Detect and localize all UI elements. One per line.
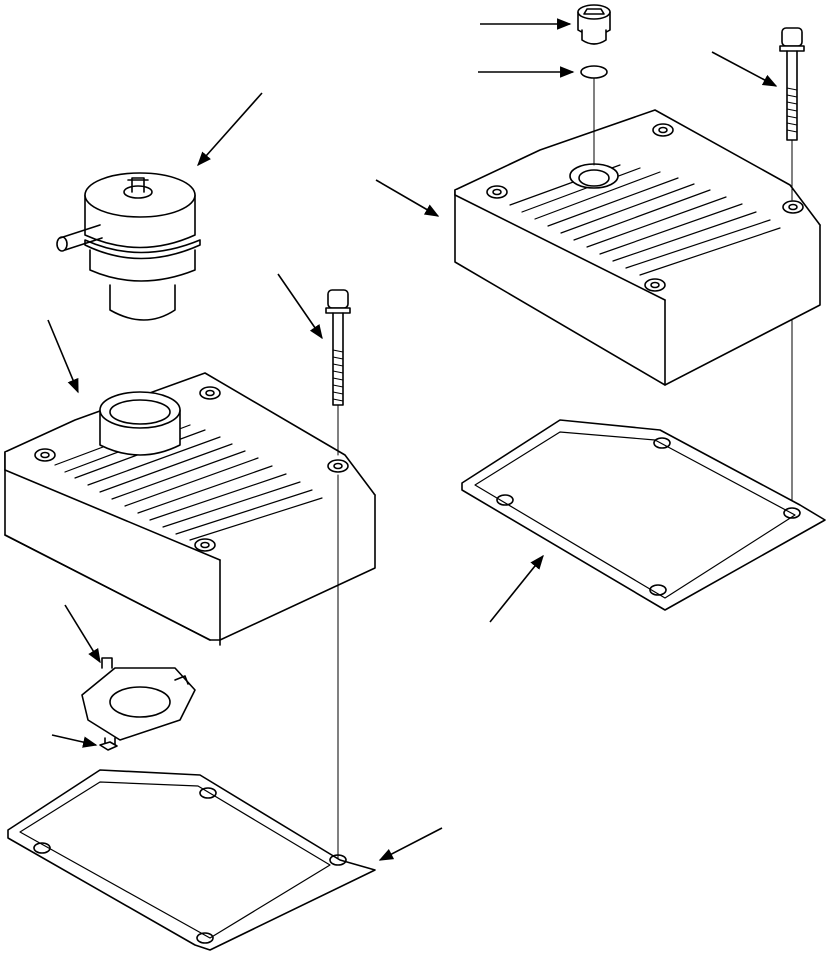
bracket-screw bbox=[99, 741, 118, 751]
callout-arrow-right-gasket bbox=[489, 554, 544, 623]
callout-arrow-right-cover bbox=[375, 179, 440, 217]
callout-arrow-left-bolt bbox=[277, 273, 323, 340]
right-rocker-cover bbox=[454, 109, 821, 386]
callout-arrow-breather bbox=[197, 92, 263, 167]
o-ring bbox=[580, 65, 608, 79]
left-rocker-cover bbox=[4, 372, 376, 646]
callout-arrow-bracket bbox=[64, 604, 101, 664]
left-gasket bbox=[7, 769, 376, 951]
callout-arrow-screw bbox=[51, 734, 98, 748]
breather-cap bbox=[56, 172, 201, 321]
left-cover-bolt bbox=[325, 289, 351, 406]
right-gasket bbox=[461, 419, 826, 611]
oil-filler-plug bbox=[577, 4, 611, 45]
callout-arrow-left-cover bbox=[47, 319, 79, 394]
breather-bracket bbox=[81, 657, 196, 746]
callout-arrow-right-bolt bbox=[711, 51, 778, 87]
callout-arrow-left-gasket bbox=[378, 827, 443, 861]
right-cover-bolt bbox=[779, 27, 805, 141]
